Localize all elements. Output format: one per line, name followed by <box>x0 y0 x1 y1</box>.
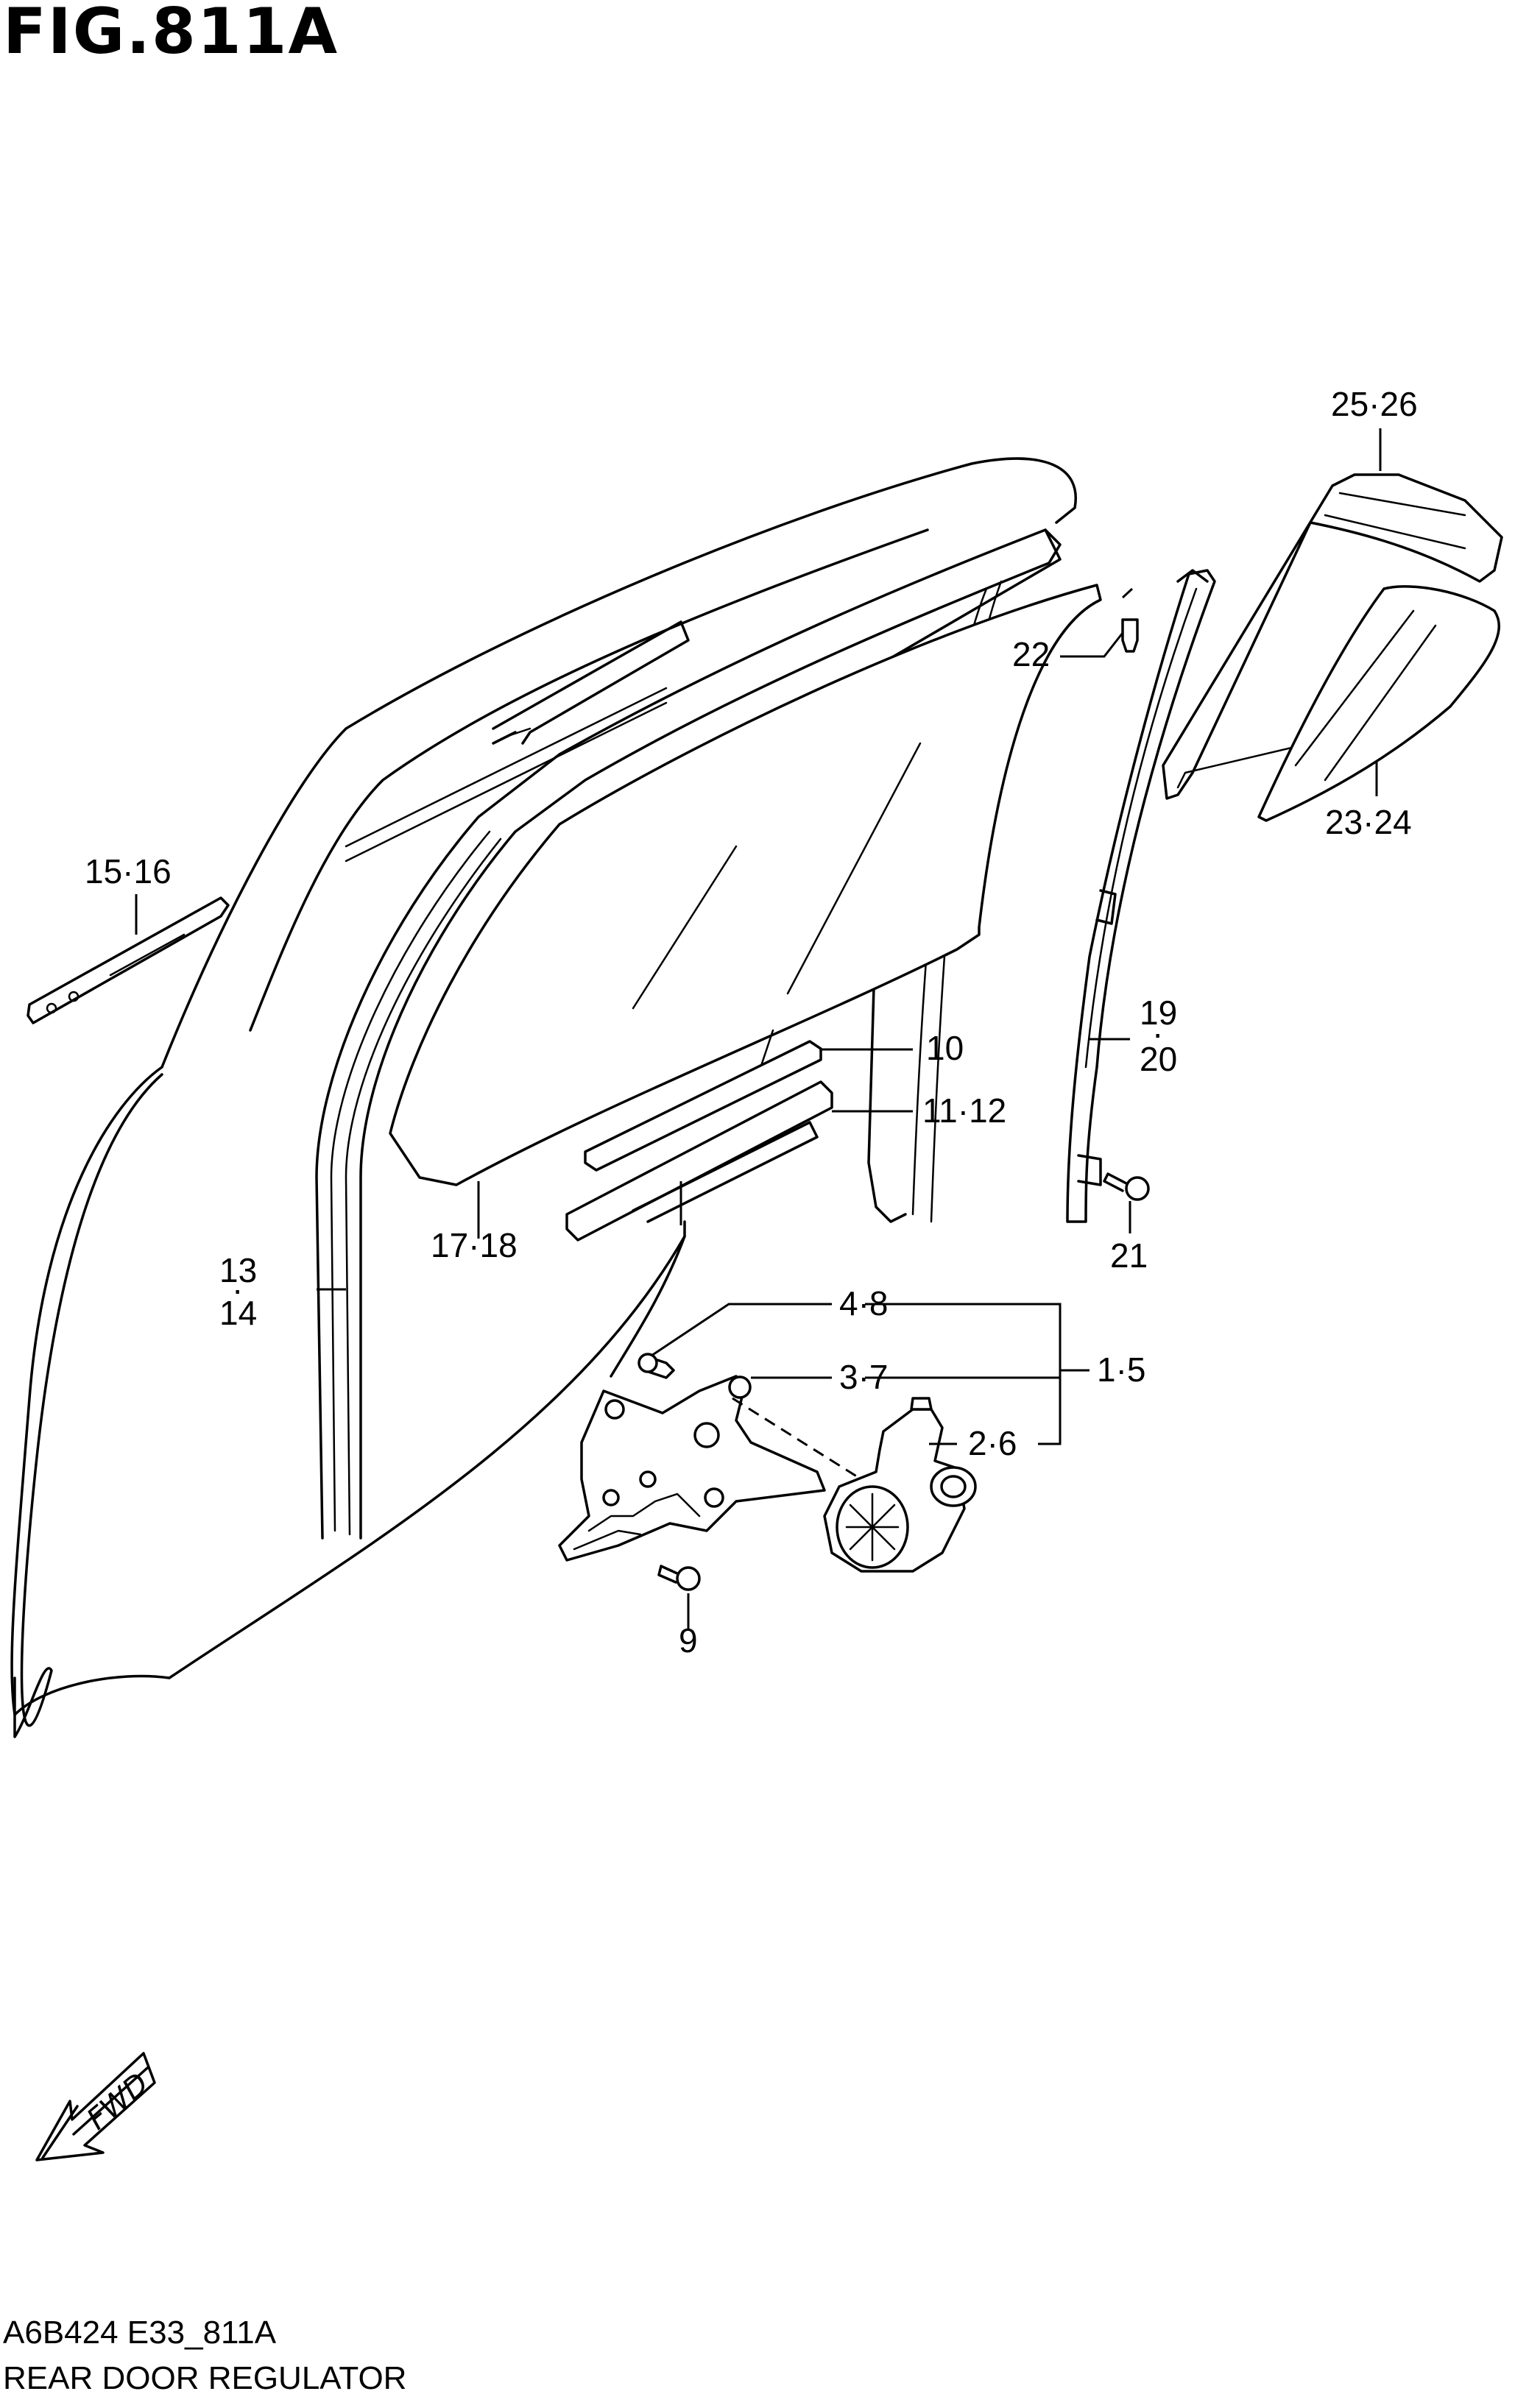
callout-14: 14 <box>219 1294 257 1332</box>
door-glass-17-18 <box>389 584 1102 1186</box>
callout-1-5: 1·5 <box>1097 1350 1145 1389</box>
callout-22: 22 <box>1012 635 1050 673</box>
callout-19-20-dot: · <box>1152 1014 1163 1052</box>
callout-19: 19 <box>1140 994 1177 1032</box>
callout-20: 20 <box>1140 1040 1177 1078</box>
molding-15-16 <box>27 896 230 1024</box>
callout-13: 13 <box>219 1251 257 1289</box>
callout-labels: 25·26 22 23·24 15·16 19 · 20 10 11·12 13… <box>85 385 1418 1660</box>
callout-2-6: 2·6 <box>968 1424 1017 1462</box>
window-regulator <box>558 1375 826 1562</box>
callout-4-8: 4·8 <box>839 1284 888 1322</box>
figure-name: REAR DOOR REGULATOR <box>3 2360 407 2396</box>
callout-23-24: 23·24 <box>1325 803 1412 841</box>
callout-13-14-dot: · <box>232 1270 243 1309</box>
assembly-dash-line <box>732 1397 862 1481</box>
callout-10: 10 <box>926 1029 964 1067</box>
fwd-arrow: FWD <box>35 2052 156 2161</box>
callout-17-18: 17·18 <box>431 1226 518 1264</box>
callout-9: 9 <box>679 1621 698 1660</box>
callout-11-12: 11·12 <box>922 1091 1006 1130</box>
belt-molding-10 <box>584 1040 822 1172</box>
bolt-9 <box>657 1565 701 1591</box>
figure-title: FIG.811A <box>3 0 339 68</box>
nut-3-7 <box>728 1375 752 1399</box>
callout-25-26: 25·26 <box>1331 385 1418 423</box>
quarter-weatherstrip-25-26 <box>1162 473 1503 800</box>
screw-4-8 <box>638 1353 675 1379</box>
screw-22 <box>1121 618 1139 653</box>
callout-3-7: 3·7 <box>839 1358 888 1396</box>
callout-21: 21 <box>1110 1236 1148 1275</box>
figure-code: A6B424 E33_811A <box>3 2315 277 2351</box>
leader-lines <box>135 428 1382 1630</box>
bolt-21 <box>1103 1172 1150 1201</box>
quarter-glass-23-24 <box>1257 585 1500 822</box>
door-panel <box>10 457 1077 1738</box>
glass-run-channel-19-20 <box>1066 569 1216 1223</box>
callout-15-16: 15·16 <box>85 852 172 890</box>
belt-molding-11-12 <box>565 1080 833 1242</box>
regulator-motor-2-6 <box>823 1397 977 1573</box>
